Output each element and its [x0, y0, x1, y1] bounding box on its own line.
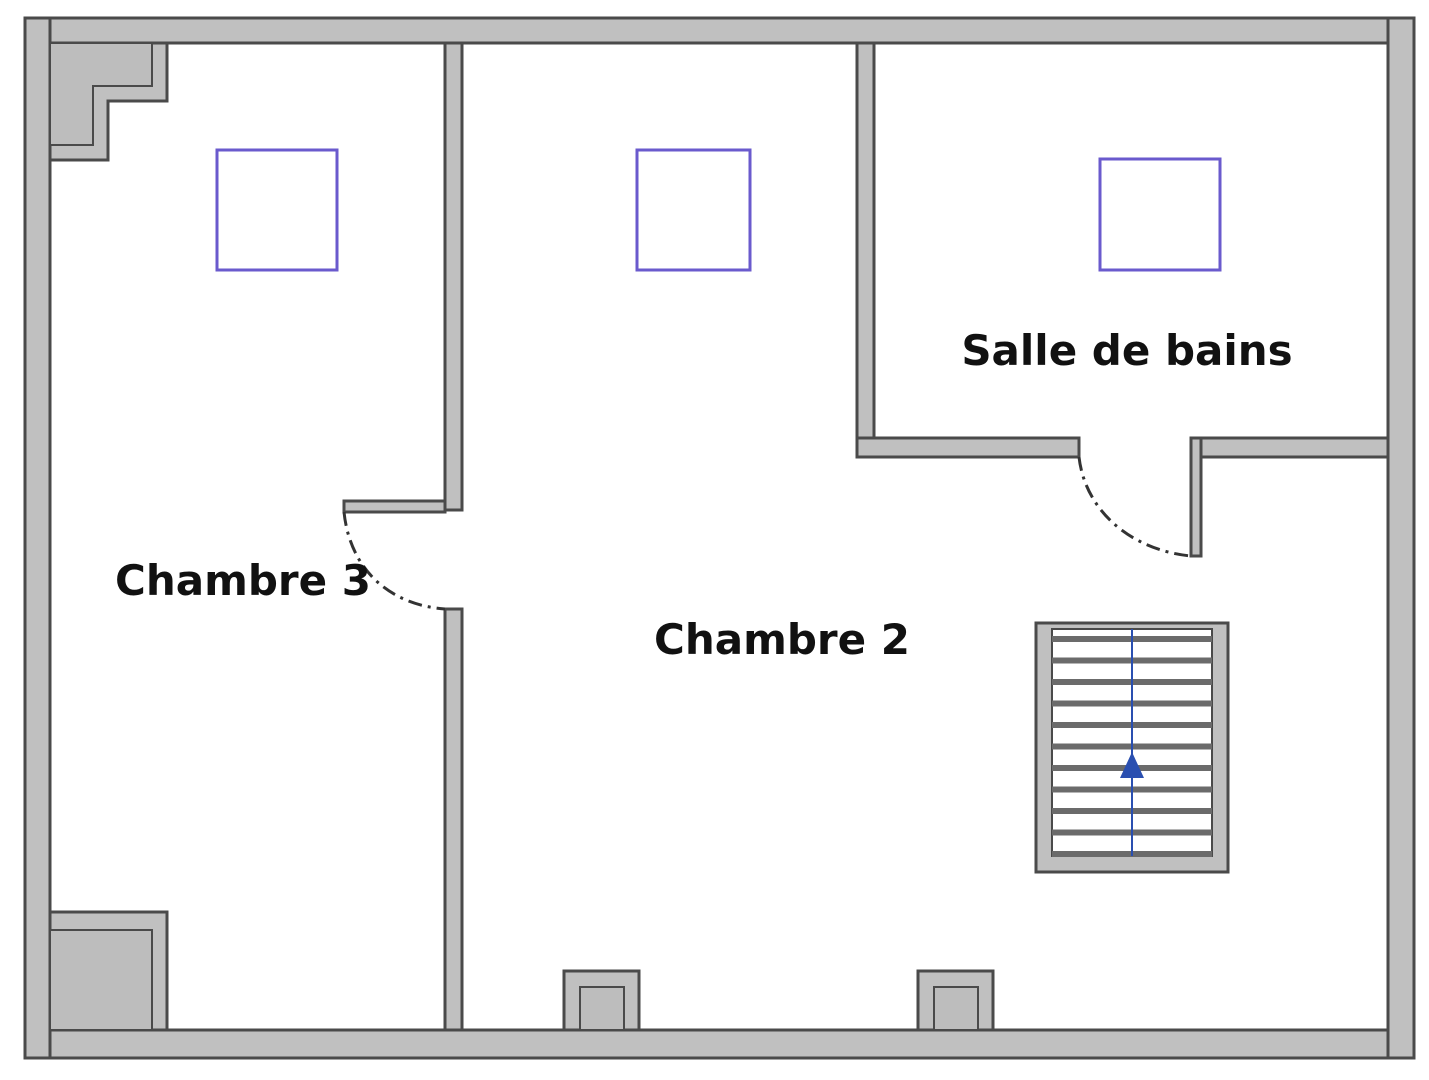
wall-partition-lower — [443, 607, 464, 1032]
stair-arrow-icon — [1120, 752, 1144, 778]
wall-top — [23, 16, 1416, 45]
wall-left — [23, 16, 52, 1060]
room-label-chambre2: Chambre 2 — [654, 615, 910, 664]
door-stub-chambre3 — [342, 499, 447, 514]
wall-partition-upper — [443, 41, 464, 512]
columns — [48, 41, 995, 1032]
wall-right — [1386, 16, 1416, 1060]
wall-bathroom-west — [855, 41, 876, 459]
skylight-chambre3 — [215, 148, 339, 272]
wall-bathroom-south-right — [1195, 436, 1390, 459]
room-label-salle-de-bains: Salle de bains — [961, 326, 1292, 375]
skylight-chambre2 — [635, 148, 752, 272]
room-label-chambre3: Chambre 3 — [115, 556, 371, 605]
interior-walls — [342, 41, 1390, 1032]
staircase — [1034, 621, 1230, 874]
wall-bottom — [23, 1028, 1416, 1060]
skylight-bathroom — [1098, 157, 1222, 272]
door-leaf-bathroom — [1189, 436, 1203, 558]
skylights — [215, 148, 1222, 272]
wall-bathroom-south-left — [855, 436, 1081, 459]
